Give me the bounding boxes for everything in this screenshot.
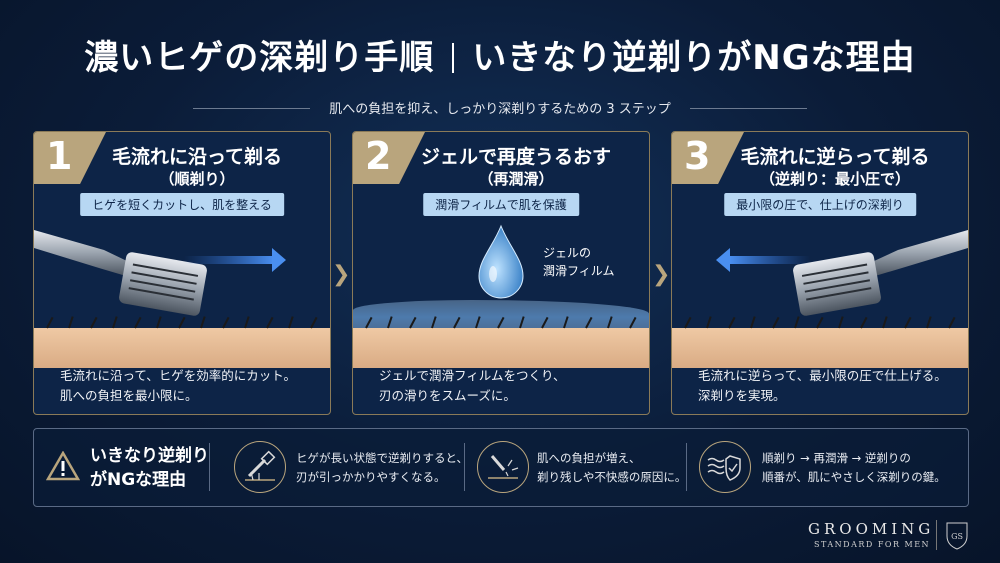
ng-reason-1: ヒゲが長い状態で逆剃りすると、刃が引っかかりやすくなる。	[296, 451, 469, 484]
divider	[209, 443, 210, 491]
step-pill: 潤滑フィルムで肌を保護	[423, 193, 579, 216]
skin-layer	[353, 328, 649, 368]
logo-shield-icon: GS	[936, 520, 968, 550]
title-separator	[452, 43, 455, 73]
razor-illustration	[34, 230, 286, 316]
step-title: 毛流れに逆らって剃る	[740, 146, 930, 168]
skin-layer	[672, 328, 968, 368]
page-title: 濃いヒゲの深剃り手順いきなり逆剃りがNGな理由	[0, 30, 1000, 79]
step-number: 2	[365, 134, 392, 178]
step-pill: ヒゲを短くカットし、肌を整える	[80, 193, 284, 216]
svg-text:GS: GS	[951, 532, 963, 541]
title-left: 濃いヒゲの深剃り手順	[84, 38, 435, 78]
ng-reason-2: 肌への負担が増え、剃り残しや不快感の原因に。	[537, 451, 687, 484]
ng-reason-3: 順剃り → 再潤滑 → 逆剃りの順番が、肌にやさしく深剃りの鍵。	[762, 451, 946, 484]
shield-waves-icon	[699, 441, 751, 493]
warning-icon	[46, 451, 80, 481]
subtitle-line-left	[193, 108, 310, 109]
step-subtitle: （逆剃り：最小圧で）	[759, 170, 910, 188]
chevron-right-icon: ❯	[332, 262, 351, 287]
step-number: 3	[684, 134, 711, 178]
step-pill: 最小限の圧で、仕上げの深剃り	[724, 193, 916, 216]
gel-drop-icon	[478, 224, 524, 299]
step-subtitle: （順剃り）	[159, 170, 235, 188]
divider	[686, 443, 687, 491]
razor-hair-icon	[234, 441, 286, 493]
skin-layer	[34, 328, 330, 368]
ng-reasons-panel: いきなり逆剃りがNGな理由 ヒゲが長い状態で逆剃りすると、刃が引っかかりやすくな…	[33, 428, 969, 507]
ng-title: いきなり逆剃りがNGな理由	[90, 446, 209, 490]
subtitle-line-right	[690, 108, 807, 109]
step-title: ジェルで再度うるおす	[420, 146, 611, 168]
step-card-3: 3 毛流れに逆らって剃る （逆剃り：最小圧で） 最小限の圧で、仕上げの深剃り 毛…	[671, 131, 969, 415]
logo-sub: STANDARD FOR MEN	[814, 540, 931, 549]
step-number: 1	[46, 134, 73, 178]
irritation-icon	[477, 441, 529, 493]
step-card-1: 1 毛流れに沿って剃る （順剃り） ヒゲを短くカットし、肌を整える 毛流れに沿っ…	[33, 131, 331, 415]
logo-main: GROOMING	[808, 520, 935, 538]
step-description: 毛流れに逆らって、最小限の圧で仕上げる。深剃りを実現。	[698, 368, 947, 403]
title-right: いきなり逆剃りがNGな理由	[472, 38, 916, 78]
step-title: 毛流れに沿って剃る	[111, 146, 283, 168]
razor-illustration	[716, 230, 968, 316]
step-description: ジェルで潤滑フィルムをつくり、刃の滑りをスムーズに。	[379, 368, 566, 403]
step-description: 毛流れに沿って、ヒゲを効率的にカット。肌への負担を最小限に。	[60, 368, 297, 403]
subtitle: 肌への負担を抑え、しっかり深剃りするための 3 ステップ	[329, 102, 671, 117]
step-subtitle: （再潤滑）	[478, 170, 554, 188]
step-card-2: 2 ジェルで再度うるおす （再潤滑） 潤滑フィルムで肌を保護 ジェルの潤滑フィル…	[352, 131, 650, 415]
brand-logo: GROOMING STANDARD FOR MEN	[808, 520, 934, 549]
gel-label: ジェルの潤滑フィルム	[543, 246, 615, 278]
chevron-right-icon: ❯	[652, 262, 671, 287]
divider	[464, 443, 465, 491]
